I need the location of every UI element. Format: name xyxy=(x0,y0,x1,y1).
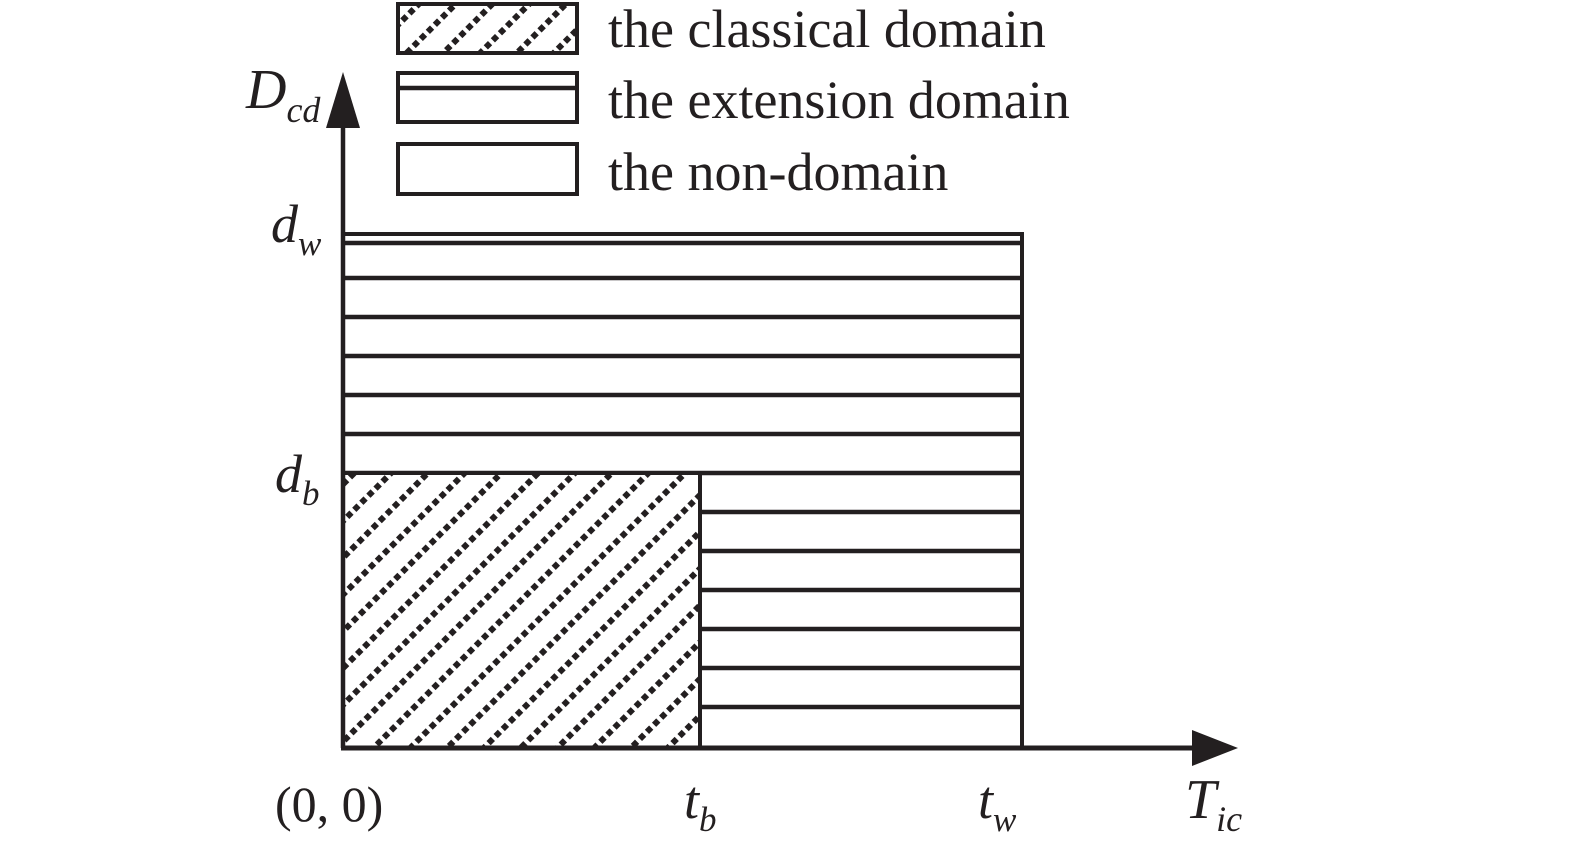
y-tick-dw: dw xyxy=(271,194,322,263)
y-axis-label: Dcd xyxy=(245,59,321,130)
legend: the classical domain the extension domai… xyxy=(396,0,1070,202)
legend-item-non-domain: the non-domain xyxy=(396,142,948,202)
x-axis-arrowhead-icon xyxy=(1192,730,1238,766)
origin-label: (0, 0) xyxy=(275,776,383,832)
legend-label-non-domain: the non-domain xyxy=(608,142,948,202)
x-tick-tw: tw xyxy=(978,770,1017,839)
classical-domain-region xyxy=(341,471,702,750)
axes xyxy=(326,72,1238,766)
diagonal-hatch-swatch-icon xyxy=(396,2,579,55)
x-tick-tb: tb xyxy=(684,770,717,839)
labels: Dcd dw db (0, 0) tb tw Tic xyxy=(245,59,1242,839)
legend-label-extension: the extension domain xyxy=(608,70,1070,130)
horizontal-line-swatch-icon xyxy=(396,71,579,124)
y-axis-arrowhead-icon xyxy=(326,72,360,128)
legend-item-extension: the extension domain xyxy=(396,70,1070,130)
y-tick-db: db xyxy=(275,444,320,513)
plot-area xyxy=(341,232,1024,750)
empty-swatch-icon xyxy=(396,142,579,196)
x-axis-label: Tic xyxy=(1185,769,1242,839)
legend-item-classical: the classical domain xyxy=(396,0,1046,59)
legend-label-classical: the classical domain xyxy=(608,0,1046,59)
